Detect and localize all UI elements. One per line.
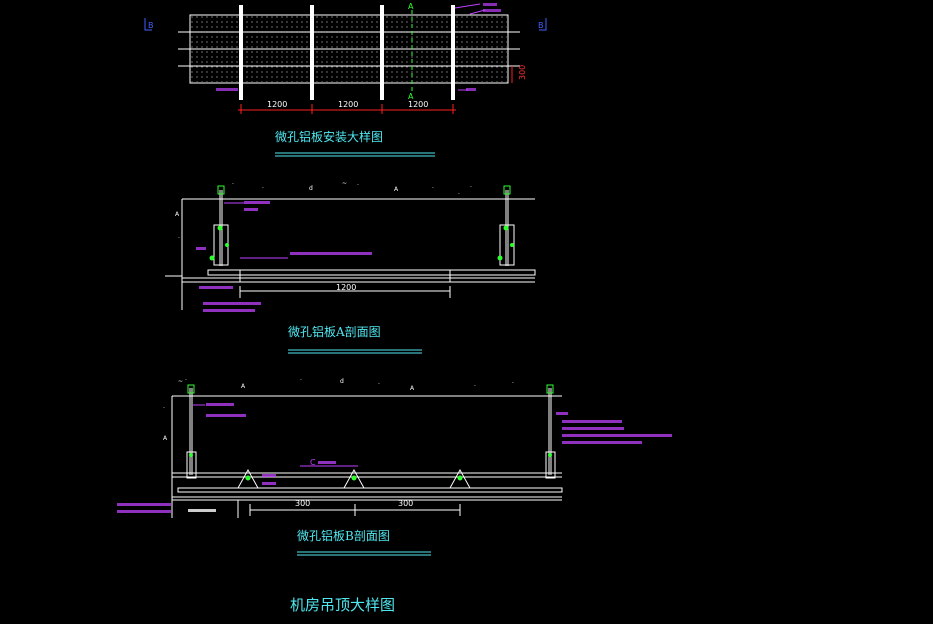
- svg-text:·: ·: [512, 380, 514, 387]
- section-a-panel: [207, 269, 536, 276]
- runner: [451, 5, 455, 100]
- plan-dim-2: 1200: [338, 100, 358, 109]
- section-mark-b-left: B: [148, 21, 154, 30]
- svg-text:·: ·: [474, 383, 476, 390]
- section-b-view: ~· A· d· A· ·· A: [117, 377, 672, 556]
- plan-title: 微孔铝板安装大样图: [275, 129, 383, 144]
- svg-text:A: A: [394, 186, 399, 193]
- svg-text:A: A: [241, 383, 246, 390]
- svg-text:·: ·: [163, 405, 165, 412]
- section-a-dim: 1200: [336, 283, 356, 292]
- svg-text:~: ~: [178, 378, 183, 385]
- section-a-view: · · d ~ · A · · · A ·: [165, 180, 536, 354]
- section-b-dim-2: 300: [398, 499, 413, 508]
- svg-text:·: ·: [470, 184, 472, 191]
- svg-text:d: d: [340, 378, 344, 385]
- section-mark-a-bottom: A: [408, 92, 414, 101]
- svg-text:d: d: [309, 185, 313, 192]
- svg-text:·: ·: [262, 185, 264, 192]
- svg-text:A: A: [175, 211, 180, 218]
- svg-text:A: A: [163, 435, 168, 442]
- plan-view: A A B B 300 1200 1200 1200 微孔铝板安装大样图: [144, 2, 547, 157]
- section-mark-b-right: B: [538, 21, 544, 30]
- svg-text:·: ·: [232, 181, 234, 188]
- svg-text:·: ·: [378, 381, 380, 388]
- svg-text:·: ·: [458, 191, 460, 198]
- svg-text:·: ·: [300, 377, 302, 384]
- svg-text:·: ·: [178, 235, 180, 242]
- runner: [310, 5, 314, 100]
- section-mark-a-top: A: [408, 2, 414, 11]
- plan-dim-3: 1200: [408, 100, 428, 109]
- svg-text:·: ·: [357, 182, 359, 189]
- section-b-panel: [177, 487, 563, 493]
- svg-text:~: ~: [342, 180, 347, 187]
- main-title: 机房吊顶大样图: [290, 596, 395, 614]
- section-b-label-c: C: [310, 458, 316, 467]
- runner: [239, 5, 243, 100]
- section-b-title: 微孔铝板B剖面图: [297, 528, 390, 543]
- svg-text:·: ·: [432, 185, 434, 192]
- svg-text:A: A: [410, 385, 415, 392]
- runner: [380, 5, 384, 100]
- section-a-title: 微孔铝板A剖面图: [288, 324, 381, 339]
- plan-dim-1: 1200: [267, 100, 287, 109]
- plan-side-dim: 300: [518, 65, 527, 80]
- svg-text:·: ·: [185, 377, 187, 384]
- section-b-dim-1: 300: [295, 499, 310, 508]
